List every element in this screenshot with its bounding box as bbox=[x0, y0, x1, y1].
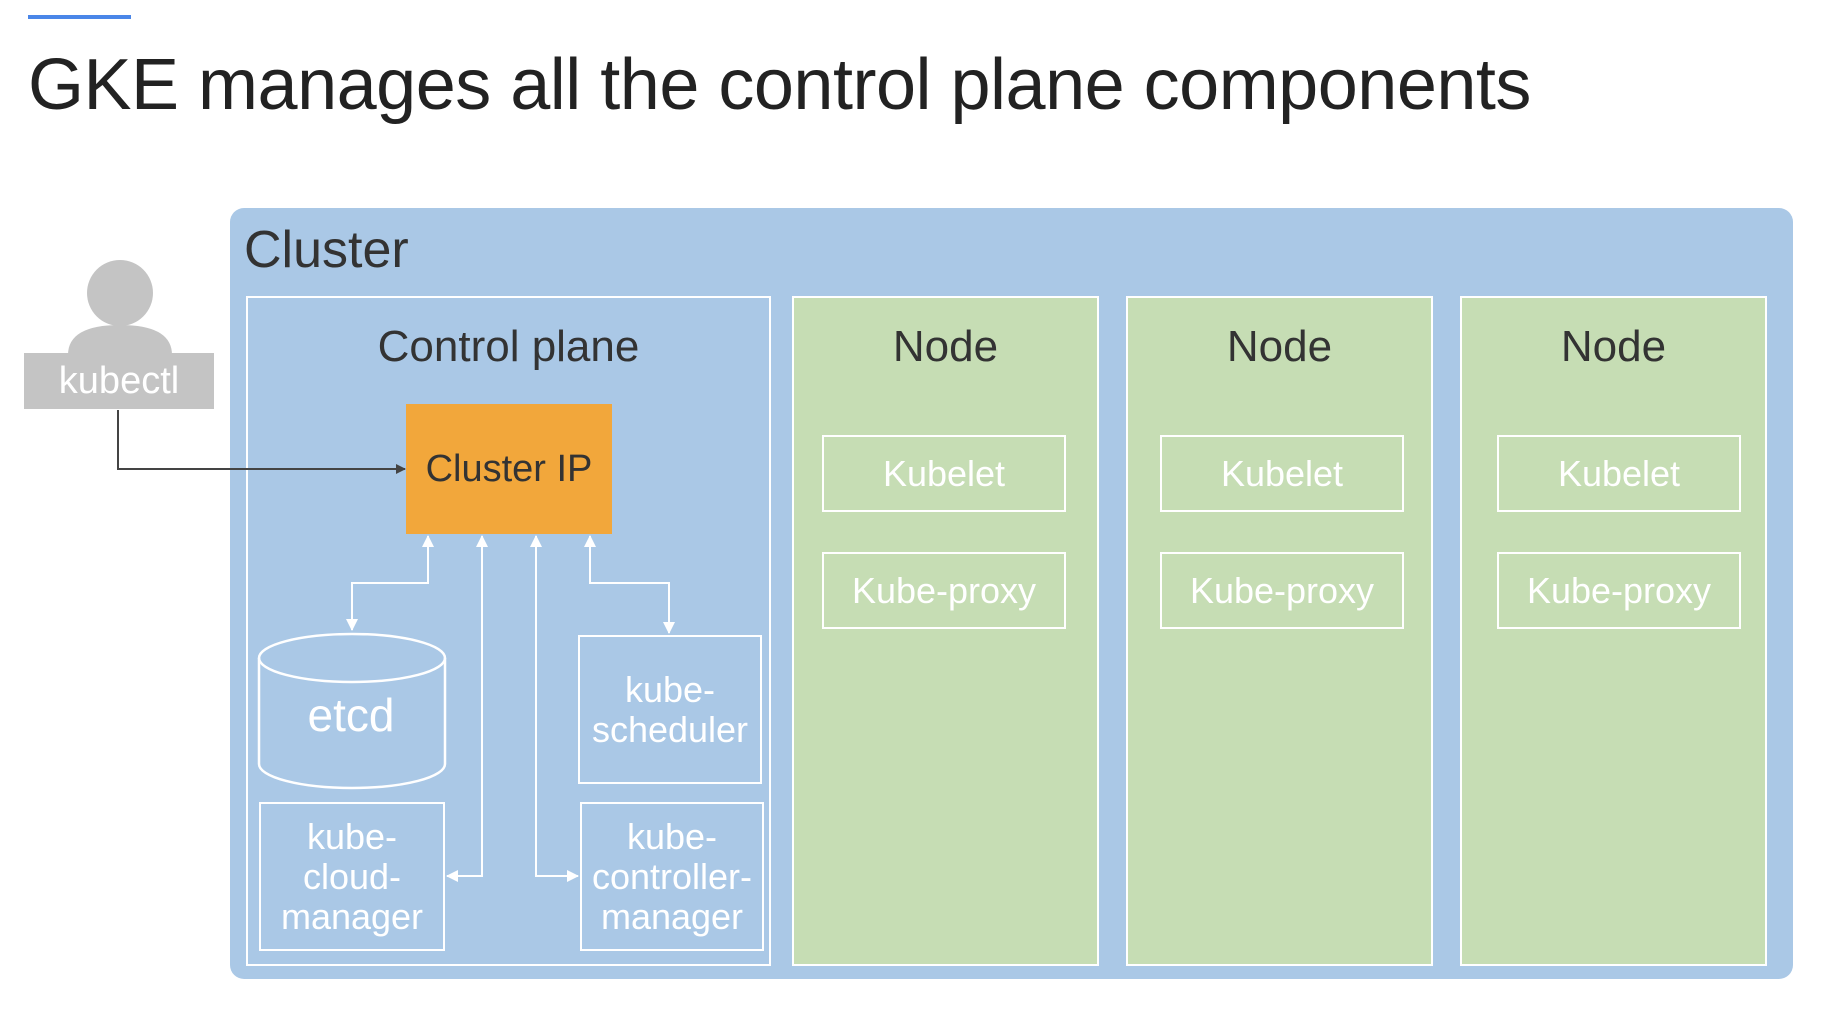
title-accent-line bbox=[28, 15, 131, 19]
control-plane-label: Control plane bbox=[377, 322, 640, 371]
kube-cloud-manager-box: kube- cloud- manager bbox=[259, 802, 445, 951]
etcd-label: etcd bbox=[307, 689, 395, 741]
slide-title: GKE manages all the control plane compon… bbox=[28, 45, 1531, 125]
etcd-cluster-ip-arrow bbox=[346, 535, 434, 631]
node-1-kube-proxy: Kube-proxy bbox=[822, 552, 1066, 629]
controller-manager-cluster-ip-arrow bbox=[530, 535, 579, 882]
node-1-label: Node bbox=[892, 322, 999, 371]
user-person-icon bbox=[24, 260, 214, 409]
cluster-ip-box: Cluster IP bbox=[406, 404, 612, 534]
cloud-manager-cluster-ip-arrow bbox=[446, 535, 488, 882]
scheduler-cluster-ip-arrow bbox=[584, 535, 675, 634]
node-3-label: Node bbox=[1560, 322, 1667, 371]
node-2-kube-proxy: Kube-proxy bbox=[1160, 552, 1404, 629]
kubectl-to-cluster-ip-arrow bbox=[117, 410, 406, 474]
node-3-kubelet: Kubelet bbox=[1497, 435, 1741, 512]
node-2-kubelet: Kubelet bbox=[1160, 435, 1404, 512]
node-panel-1 bbox=[792, 296, 1099, 966]
node-panel-2 bbox=[1126, 296, 1433, 966]
cluster-label: Cluster bbox=[244, 221, 409, 279]
node-2-label: Node bbox=[1226, 322, 1333, 371]
etcd-database-icon bbox=[257, 632, 447, 790]
node-panel-3 bbox=[1460, 296, 1767, 966]
node-3-kube-proxy: Kube-proxy bbox=[1497, 552, 1741, 629]
kube-controller-manager-box: kube- controller- manager bbox=[580, 802, 764, 951]
control-plane-panel bbox=[246, 296, 771, 966]
kubectl-label: kubectl bbox=[58, 360, 180, 402]
node-1-kubelet: Kubelet bbox=[822, 435, 1066, 512]
kube-scheduler-box: kube- scheduler bbox=[578, 635, 762, 784]
